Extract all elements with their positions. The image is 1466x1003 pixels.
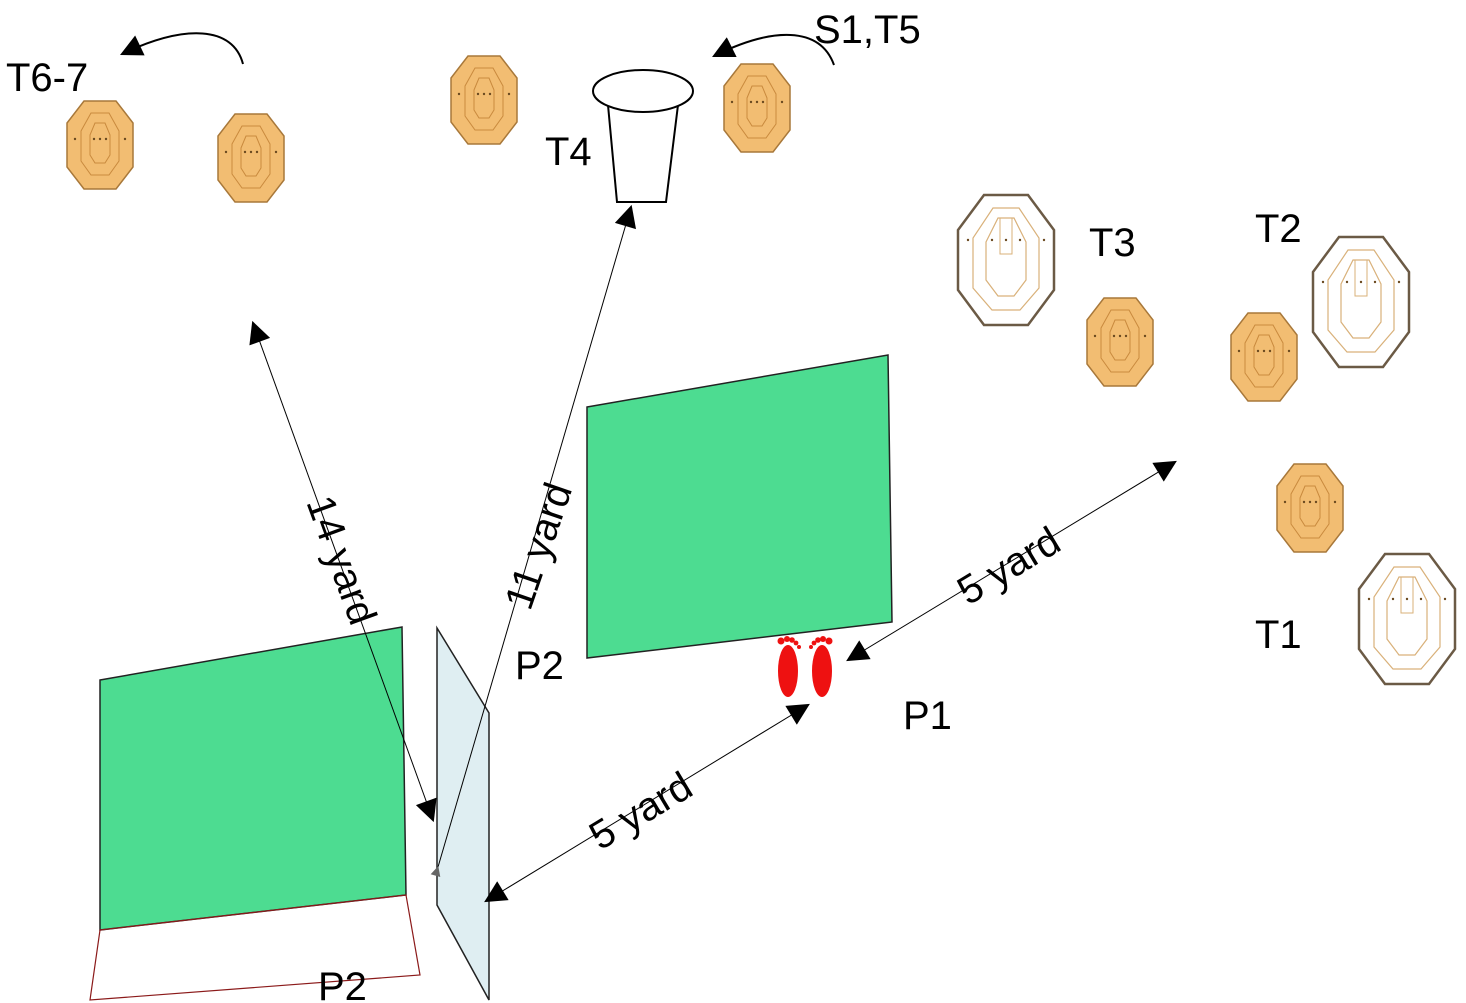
paper-target-t1 (1357, 552, 1457, 686)
label-t1: T1 (1255, 613, 1302, 657)
arrow-5-yard-right (846, 460, 1177, 662)
glass-panel (436, 625, 490, 1001)
arrow-14-yard (249, 320, 437, 823)
label-s1-t5: S1,T5 (814, 8, 921, 52)
barrel-t4 (592, 69, 694, 203)
label-5-yard-right: 5 yard (950, 519, 1068, 614)
label-p1: P1 (903, 694, 952, 738)
label-t4: T4 (545, 130, 592, 174)
steel-target-t7 (217, 113, 285, 203)
label-t3: T3 (1089, 221, 1136, 265)
steel-target-t5 (723, 63, 791, 153)
swing-arrow-t6-7 (120, 32, 244, 65)
label-p2-lower: P2 (318, 965, 367, 1003)
steel-target-t6 (66, 100, 134, 190)
shooter-feet-icon (777, 636, 833, 697)
label-14-yard: 14 yard (298, 490, 385, 630)
arrow-11-yard (430, 204, 637, 878)
steel-target-t1 (1276, 463, 1344, 553)
label-5-yard-lower: 5 yard (582, 764, 700, 859)
label-t2: T2 (1255, 207, 1302, 251)
label-p2-upper: P2 (515, 644, 564, 688)
steel-target-top-center (450, 55, 518, 145)
paper-target-t2 (1311, 235, 1411, 369)
paper-target-t3 (956, 193, 1056, 327)
swing-arrow-s1-t5 (712, 33, 835, 66)
wall-right (586, 354, 893, 659)
steel-target-t2 (1230, 312, 1298, 402)
arrow-5-yard-lower (484, 703, 810, 903)
steel-target-t3 (1086, 297, 1154, 387)
fault-line-box (89, 894, 421, 1001)
label-t6-7: T6-7 (6, 56, 88, 100)
wall-left (99, 626, 407, 931)
label-11-yard: 11 yard (497, 477, 581, 615)
